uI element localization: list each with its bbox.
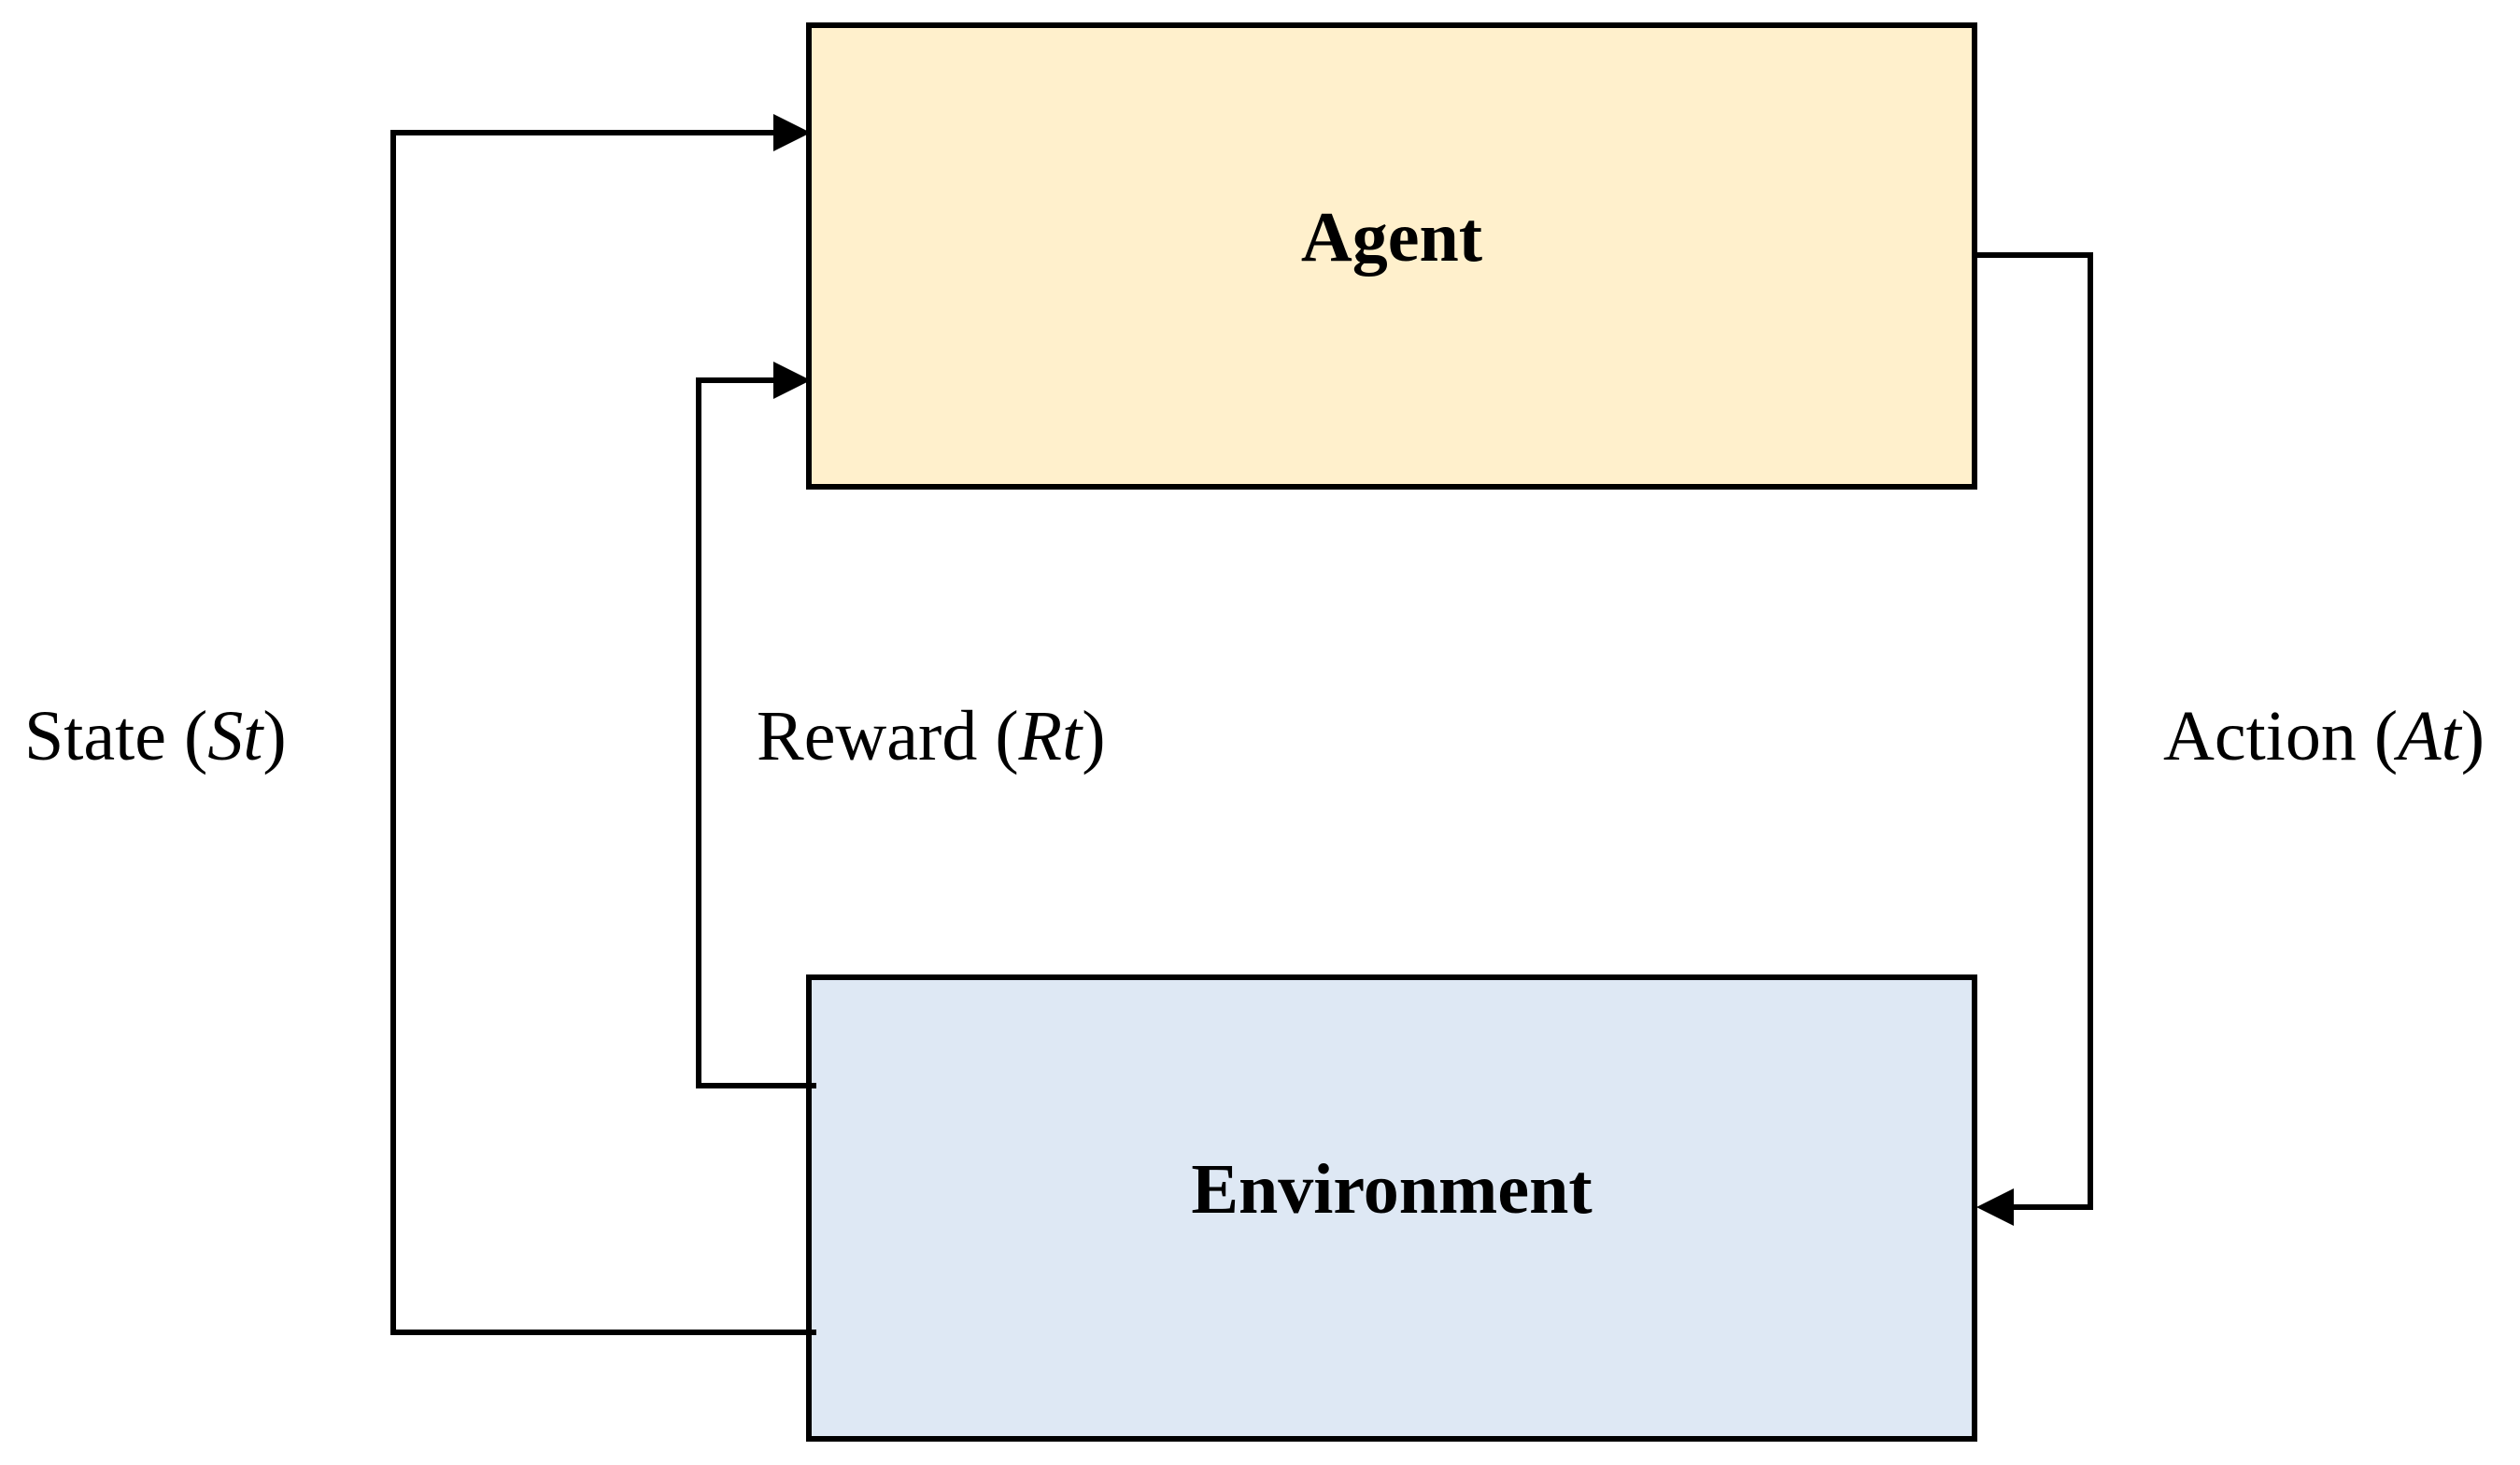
reward-label: Reward (Rt) xyxy=(757,697,1106,775)
reward-arrowhead xyxy=(773,362,811,399)
reward-label-suffix: ) xyxy=(1082,697,1105,775)
reward-label-prefix: Reward ( xyxy=(757,697,1019,775)
agent-node: Agent xyxy=(806,22,1977,490)
reward-label-symbol: Rt xyxy=(1018,697,1083,775)
agent-label: Agent xyxy=(1301,198,1482,277)
state-line xyxy=(390,130,816,1335)
action-label-suffix: ) xyxy=(2461,697,2485,775)
action-label: Action (At) xyxy=(2163,697,2485,775)
action-line xyxy=(1975,252,2093,1210)
action-label-symbol: At xyxy=(2393,697,2462,775)
reward-connector xyxy=(696,362,816,1088)
action-connector xyxy=(1975,252,2093,1226)
state-arrowhead xyxy=(773,114,811,151)
state-label-symbol: St xyxy=(207,697,264,775)
action-label-prefix: Action ( xyxy=(2163,697,2398,775)
environment-box xyxy=(806,974,1977,1442)
environment-node: Environment xyxy=(806,974,1977,1442)
environment-label: Environment xyxy=(1191,1150,1592,1229)
state-label-prefix: State ( xyxy=(24,697,207,775)
state-label-suffix: ) xyxy=(262,697,286,775)
state-connector xyxy=(390,114,816,1335)
action-arrowhead xyxy=(1976,1188,2014,1226)
reward-line xyxy=(696,377,816,1088)
agent-box xyxy=(806,22,1977,490)
state-label: State (St) xyxy=(24,697,287,775)
